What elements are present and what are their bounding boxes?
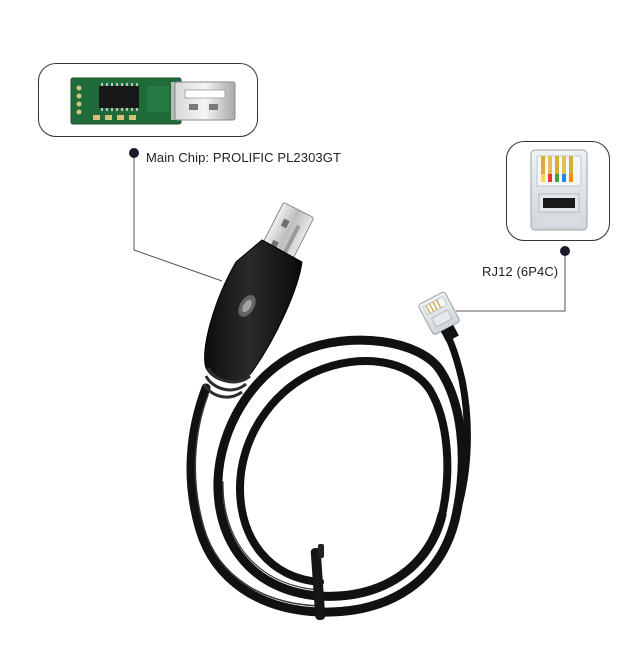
cable-tie bbox=[310, 544, 326, 620]
cable-coil bbox=[186, 326, 471, 617]
callout-dot-chip bbox=[129, 148, 139, 158]
chip-label: Main Chip: PROLIFIC PL2303GT bbox=[146, 150, 341, 165]
rj12-plug-icon bbox=[530, 149, 588, 231]
rj12-plug bbox=[418, 291, 460, 343]
leader-line-chip bbox=[133, 153, 223, 282]
connector-label: RJ12 (6P4C) bbox=[482, 264, 559, 279]
connector-callout-box bbox=[506, 141, 610, 241]
usb-pcb-icon bbox=[70, 77, 236, 125]
usb-body bbox=[202, 239, 303, 399]
callout-dot-connector bbox=[560, 246, 570, 256]
chip-callout-box bbox=[38, 63, 258, 137]
leader-line-connector bbox=[456, 251, 566, 312]
